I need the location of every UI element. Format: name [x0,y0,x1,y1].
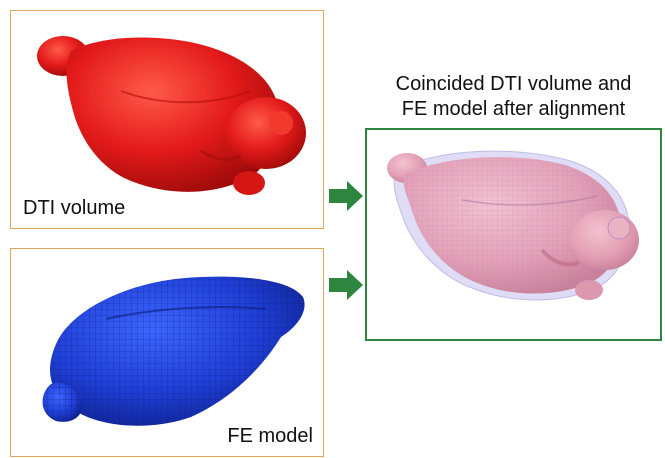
aligned-brain-image [387,150,639,301]
arrow-right-icon [329,181,363,211]
dti-volume-panel: DTI volume [10,10,324,229]
dti-brain-image [37,36,306,195]
fe-model-label: FE model [227,425,313,447]
arrow-right-icon [329,270,363,300]
aligned-model-panel [365,128,662,341]
combined-title: Coincided DTI volume and FE model after … [365,72,662,122]
dti-volume-label: DTI volume [23,197,126,219]
combined-title-line1: Coincided DTI volume and [395,73,632,95]
fe-brain-image [42,276,305,426]
fe-model-panel: FE model [10,248,324,457]
combined-title-line2: FE model after alignment [401,98,626,120]
